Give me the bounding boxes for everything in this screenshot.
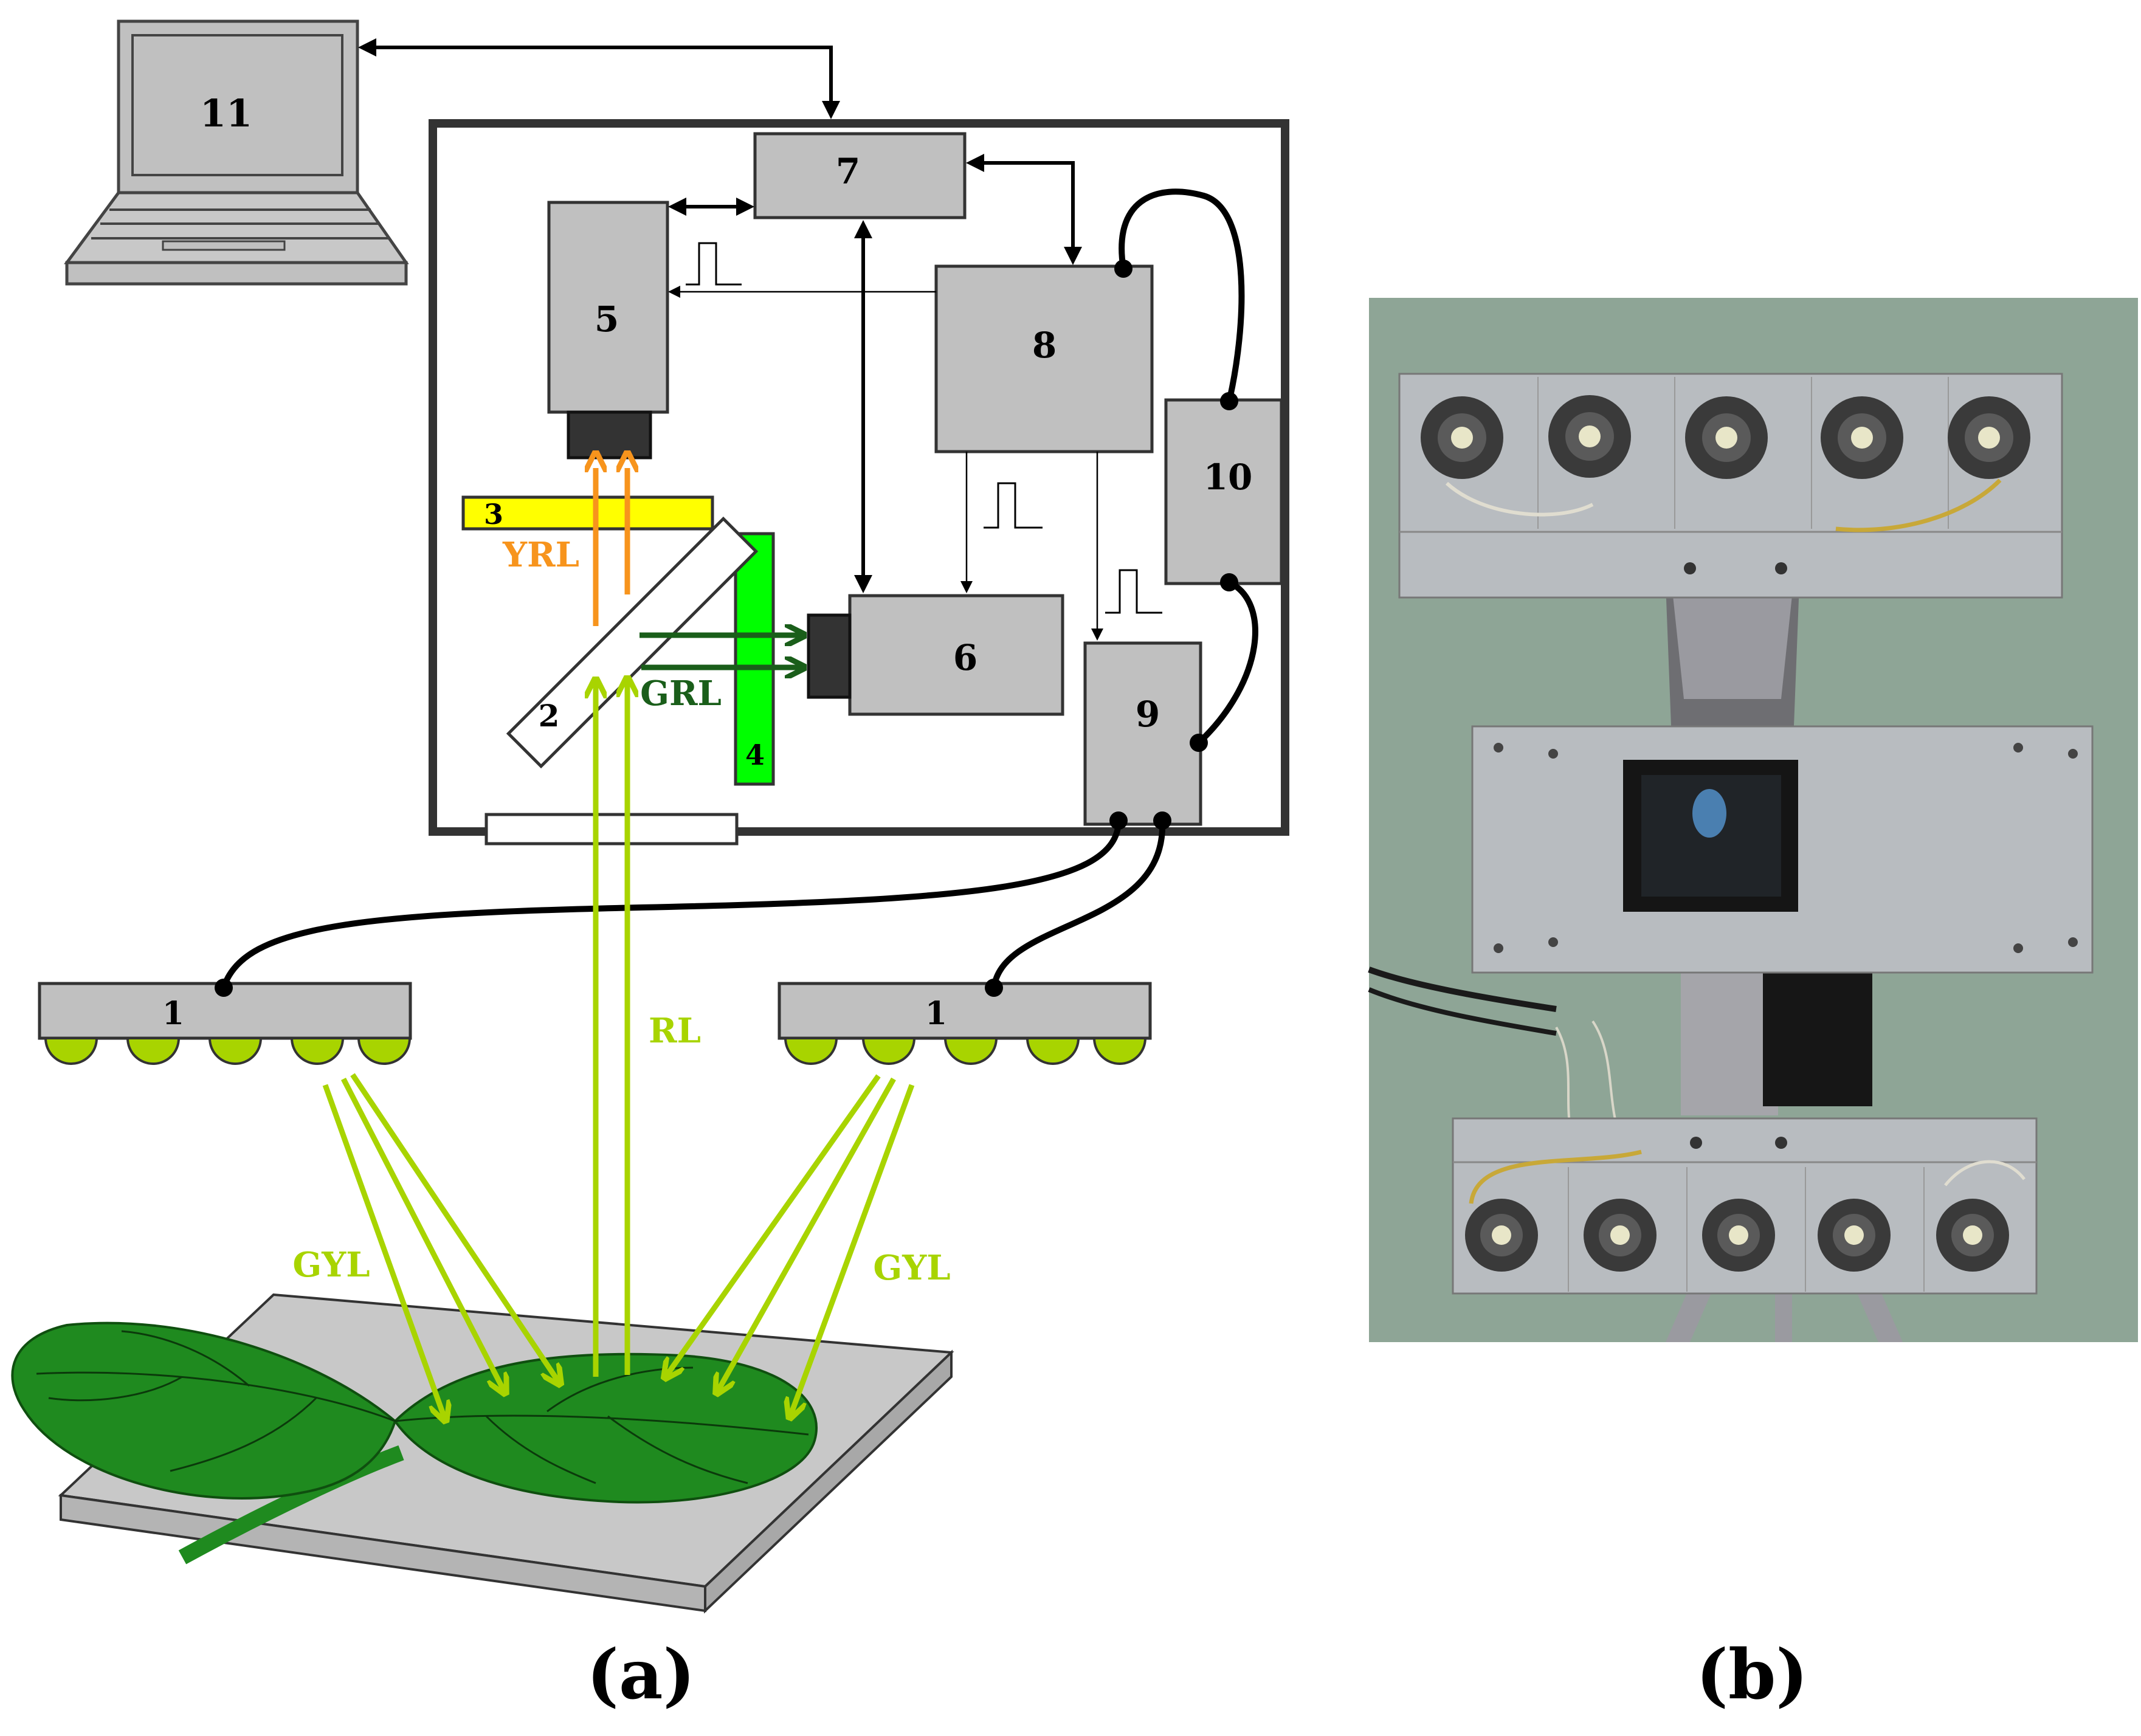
laptop: 11 <box>64 19 409 286</box>
led-bar-left: 1 <box>38 979 412 1065</box>
panel-label-a: (a) <box>587 1635 695 1715</box>
internal-connections <box>668 154 1103 641</box>
link-laptop-controller <box>358 38 840 119</box>
label-9: 9 <box>1136 694 1160 735</box>
cables-led <box>221 820 1166 989</box>
filter-4 <box>734 532 775 786</box>
cables-internal <box>1119 188 1258 745</box>
label-6: 6 <box>953 637 977 678</box>
label-11: 11 <box>200 91 252 136</box>
label-1-right: 1 <box>925 995 947 1032</box>
pulse-symbols <box>686 242 1162 614</box>
window-slot <box>484 813 739 846</box>
panel-label-b: (b) <box>1696 1635 1808 1715</box>
beam-splitter-2 <box>506 516 759 769</box>
label-5: 5 <box>595 298 619 340</box>
camera-5-lens <box>567 410 652 460</box>
enclosure <box>429 119 1289 836</box>
label-rl: RL <box>649 1011 701 1051</box>
label-3: 3 <box>484 498 503 531</box>
label-yrl: YRL <box>502 535 579 575</box>
illumination-rays <box>322 1073 915 1419</box>
label-10: 10 <box>1204 456 1253 498</box>
grl-rays <box>640 635 802 667</box>
label-1-left: 1 <box>162 995 184 1032</box>
yrl-rays <box>596 468 627 626</box>
sample-plate-side <box>704 1349 953 1614</box>
box-9 <box>1083 641 1202 826</box>
label-4: 4 <box>745 739 765 771</box>
box-7 <box>753 132 967 219</box>
label-gyl-right: GYL <box>873 1248 950 1288</box>
label-8: 8 <box>1032 325 1057 366</box>
camera-6-lens <box>807 613 852 699</box>
device-photo <box>1368 298 2138 1342</box>
label-grl: GRL <box>640 673 722 714</box>
led-bar-right: 1 <box>777 979 1152 1065</box>
filter-3 <box>461 495 714 531</box>
label-2: 2 <box>539 698 560 734</box>
reflected-rays <box>596 680 627 1377</box>
cable-joints <box>1109 260 1238 830</box>
box-8 <box>934 264 1154 453</box>
label-7: 7 <box>836 151 860 192</box>
label-gyl-left: GYL <box>292 1245 370 1285</box>
